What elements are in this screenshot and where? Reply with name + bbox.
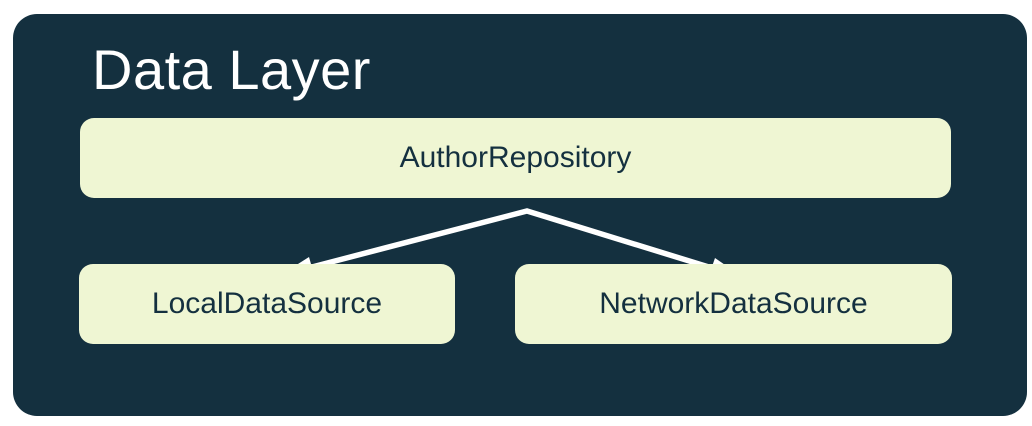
- node-local-data-source-label: LocalDataSource: [151, 287, 383, 320]
- node-network-data-source: NetworkDataSource: [515, 264, 952, 344]
- node-network-data-source-label: NetworkDataSource: [599, 287, 868, 320]
- node-author-repository: AuthorRepository: [80, 118, 951, 198]
- node-local-data-source: LocalDataSource: [79, 264, 455, 344]
- diagram-title: Data Layer: [92, 38, 371, 101]
- data-layer-container: Data Layer: [13, 14, 1027, 416]
- node-author-repository-label: AuthorRepository: [399, 141, 632, 174]
